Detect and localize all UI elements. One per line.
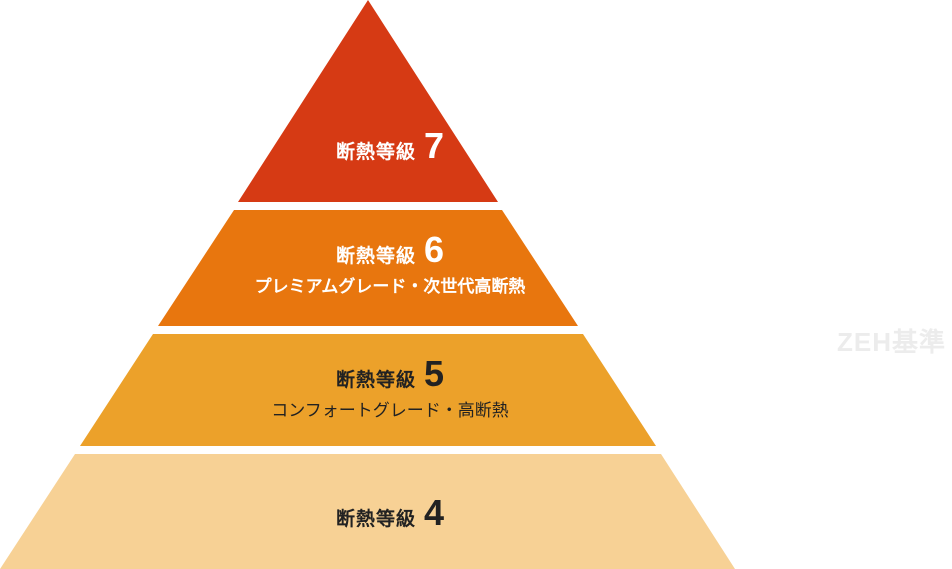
tier-6-label: 断熱等級 [335,245,416,267]
tier-7-label: 断熱等級 [335,141,416,163]
tier-7-shape [238,0,498,202]
tier-4-level: 4 [423,492,445,533]
tier-4-label: 断熱等級 [335,508,416,530]
tier-7-level: 7 [423,125,445,166]
tier-7-title: 断熱等級 7 [0,128,780,164]
tier-5-subtitle: コンフォートグレード・高断熱 [271,401,509,421]
tier-4-shape [0,454,735,569]
tier-5-shape [80,334,656,446]
zeh-standard-label: ZEH基準 [836,327,946,357]
tier-6-title: 断熱等級 6 [0,232,780,268]
tier-6-level: 6 [423,229,445,270]
tier-5: 断熱等級 5 コンフォートグレード・高断熱 [0,356,780,422]
tier-5-level: 5 [423,353,445,394]
tier-4: 断熱等級 4 [0,495,780,531]
tier-7: 断熱等級 7 [0,128,780,164]
tier-6: 断熱等級 6 プレミアムグレード・次世代高断熱 [0,232,780,298]
tier-5-label: 断熱等級 [335,369,416,391]
tier-4-title: 断熱等級 4 [0,495,780,531]
tier-6-subtitle: プレミアムグレード・次世代高断熱 [254,277,526,297]
tier-6-shape [158,210,578,326]
tier-5-title: 断熱等級 5 [0,356,780,392]
